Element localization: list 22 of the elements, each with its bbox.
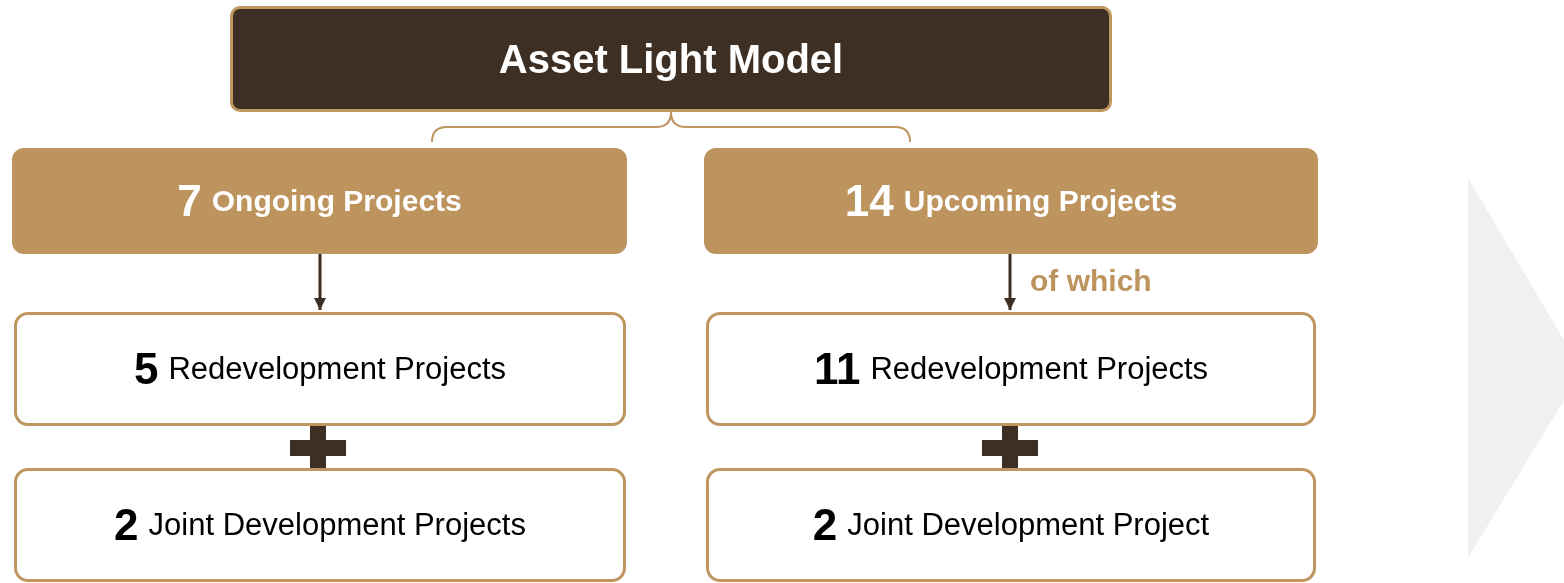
count-number: 11 [813, 344, 861, 394]
label-text: Ongoing Projects [211, 184, 462, 218]
count-number: 2 [812, 500, 838, 550]
project-box [706, 468, 1316, 582]
project-box [14, 468, 626, 582]
label-text: Joint Development Project [847, 507, 1210, 543]
label-text: Upcoming Projects [903, 184, 1178, 218]
category-box [12, 148, 627, 254]
title-box [230, 6, 1112, 112]
count-number: 5 [133, 344, 159, 394]
arrow [1004, 254, 1016, 310]
count-number: 14 [844, 176, 894, 226]
arrow [314, 254, 326, 310]
project-box [14, 312, 626, 426]
label-text: Joint Development Projects [148, 507, 526, 543]
count-number: 7 [177, 176, 202, 226]
category-box [704, 148, 1318, 254]
count-number: 2 [114, 500, 139, 550]
label-text: Redevelopment Projects [870, 351, 1209, 387]
title-text: Asset Light Model [498, 36, 844, 82]
project-box [706, 312, 1316, 426]
label-text: Redevelopment Projects [168, 351, 507, 387]
